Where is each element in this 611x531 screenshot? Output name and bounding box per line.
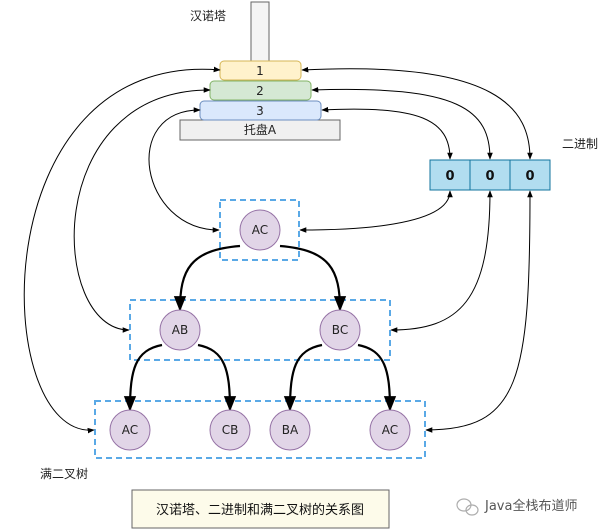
tree-node-root-label: AC: [252, 223, 268, 237]
disk-2-label: 2: [256, 84, 264, 98]
link-disk2-level2: [73, 87, 211, 333]
tree-leaf-4-label: AC: [382, 423, 398, 437]
link-disk3-bit1: [321, 106, 453, 160]
tree-leaf-2-label: CB: [222, 423, 239, 437]
tree-leaf-1: [109, 409, 151, 451]
tree-leaf-3: [269, 409, 311, 451]
edge-bc-ac: [357, 343, 397, 412]
tree-node-ab-label: AB: [172, 323, 188, 337]
disk-3-label: 3: [256, 104, 264, 118]
link-bit3-level3: [425, 190, 533, 433]
hanoi-label: 汉诺塔: [190, 9, 226, 23]
link-disk1-level3: [23, 66, 221, 434]
bit-3-value: 0: [525, 169, 534, 184]
tree-label: 满二叉树: [40, 466, 88, 481]
link-disk1-bit3: [301, 66, 533, 160]
wechat-icon: [456, 498, 479, 516]
tree-leaf-4: [369, 409, 411, 451]
link-disk3-level1: [148, 107, 220, 233]
bit-2-value: 0: [485, 169, 494, 184]
tree-leaf-3-label: BA: [282, 423, 299, 437]
tree-node-bc-label: BC: [332, 323, 348, 337]
tree-leaf-2: [209, 409, 251, 451]
tree-node-ab: [159, 309, 201, 351]
tree-leaf-1-label: AC: [122, 423, 138, 437]
bit-1: [429, 159, 471, 191]
hanoi-pole: [250, 1, 270, 63]
binary-label: 二进制: [562, 137, 598, 151]
link-bit1-level1: [299, 190, 453, 233]
link-disk2-bit2: [311, 86, 493, 160]
tray-label: 托盘A: [244, 122, 277, 137]
watermark-text: Java全栈布道师: [484, 498, 577, 514]
edge-root-right: [279, 244, 347, 312]
edge-bc-ba: [283, 343, 323, 412]
caption-text: 汉诺塔、二进制和满二叉树的关系图: [156, 502, 364, 518]
tree-node-bc: [319, 309, 361, 351]
bit-3: [509, 159, 551, 191]
disk-1-label: 1: [256, 64, 264, 78]
tree-node-root: [239, 209, 281, 251]
bit-1-value: 0: [445, 169, 454, 184]
caption-box: [131, 489, 390, 529]
link-bit2-level2: [390, 190, 493, 333]
bit-2: [469, 159, 511, 191]
